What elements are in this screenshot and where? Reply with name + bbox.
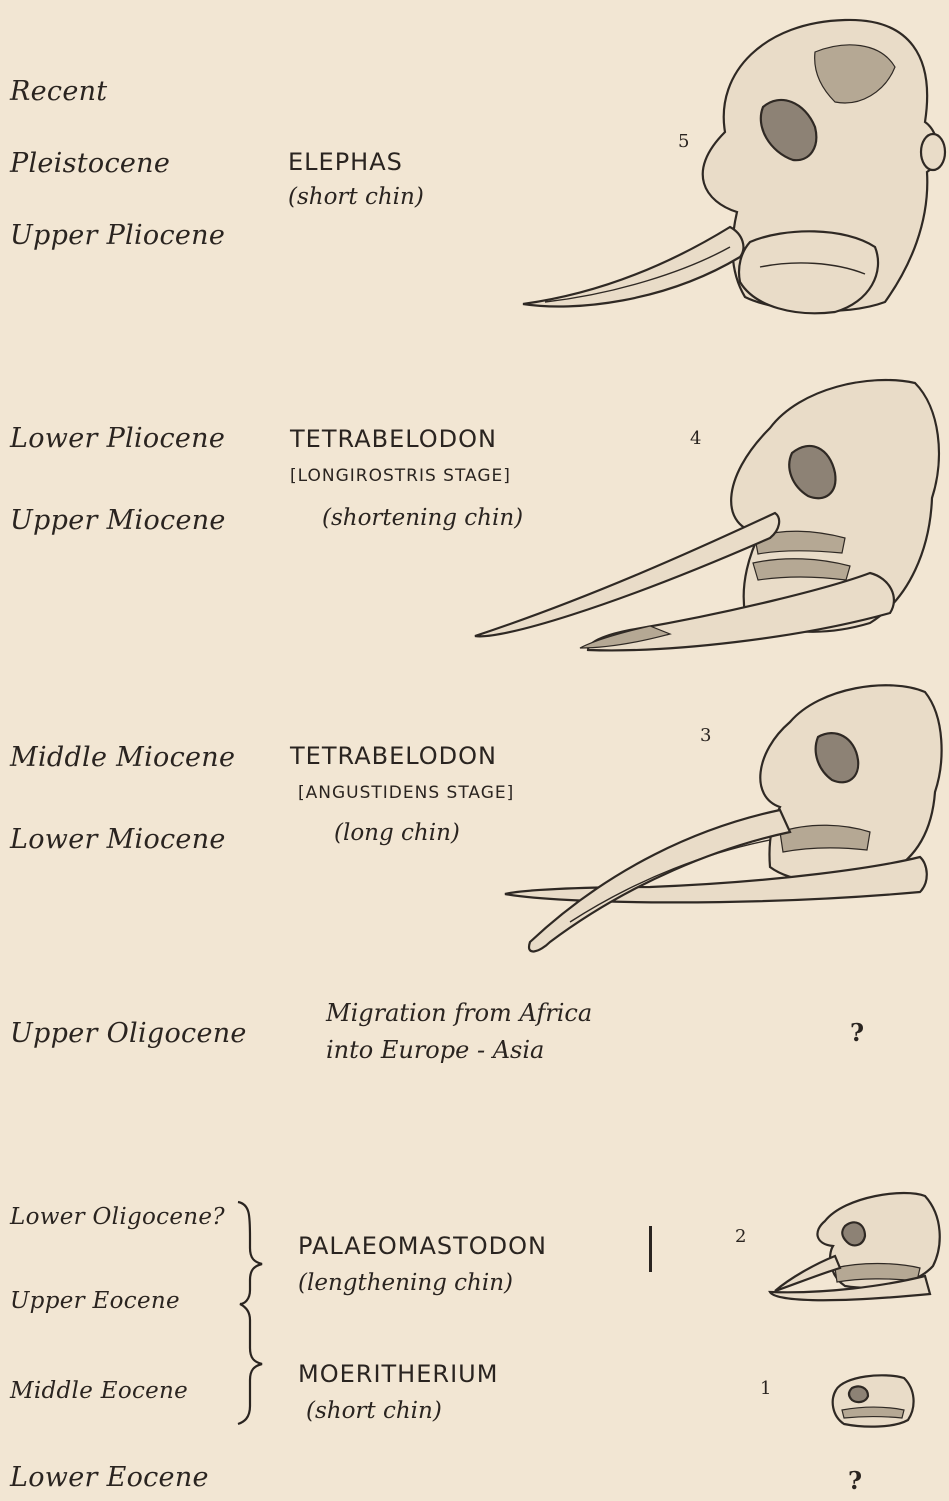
epoch-upper-eocene: Upper Eocene (10, 1288, 180, 1314)
palaeomastodon-skull-illustration (765, 1186, 945, 1308)
tetrabelodon-angustidens-skull-illustration (500, 672, 945, 964)
epoch-brace (232, 1198, 272, 1430)
epoch-lower-miocene: Lower Miocene (10, 824, 226, 855)
skull-number-1: 1 (760, 1378, 771, 1399)
genus-palaeomastodon: PALAEOMASTODON (298, 1232, 547, 1260)
skull-number-2: 2 (735, 1226, 746, 1247)
genus-tetrabelodon-angustidens: TETRABELODON (290, 742, 497, 770)
tetrabelodon-longirostris-skull-illustration (470, 368, 945, 660)
genus-elephas: ELEPHAS (288, 148, 403, 176)
epoch-middle-miocene: Middle Miocene (10, 742, 235, 773)
epoch-upper-oligocene: Upper Oligocene (10, 1018, 247, 1049)
epoch-pleistocene: Pleistocene (10, 148, 170, 179)
genus-tetrabelodon-longirostris: TETRABELODON (290, 425, 497, 453)
migration-note-line2: into Europe - Asia (326, 1035, 544, 1066)
unknown-skull-mark-lower-eocene: ? (848, 1466, 862, 1495)
stage-divider-bar (649, 1226, 652, 1272)
epoch-upper-pliocene: Upper Pliocene (10, 220, 225, 251)
stage-angustidens: [ANGUSTIDENS STAGE] (298, 783, 514, 803)
migration-note-line1: Migration from Africa (326, 998, 592, 1029)
epoch-lower-pliocene: Lower Pliocene (10, 423, 225, 454)
chin-palaeomastodon: (lengthening chin) (298, 1270, 513, 1296)
moeritherium-skull-illustration (824, 1368, 920, 1432)
epoch-lower-oligocene: Lower Oligocene? (10, 1204, 225, 1230)
epoch-recent: Recent (10, 76, 107, 107)
epoch-middle-eocene: Middle Eocene (10, 1378, 188, 1404)
epoch-upper-miocene: Upper Miocene (10, 505, 226, 536)
chin-angustidens: (long chin) (334, 820, 460, 846)
elephas-skull-illustration (515, 12, 945, 322)
genus-moeritherium: MOERITHERIUM (298, 1360, 498, 1388)
unknown-skull-mark-oligocene: ? (850, 1018, 864, 1047)
chin-moeritherium: (short chin) (306, 1398, 442, 1424)
chin-elephas: (short chin) (288, 184, 424, 210)
epoch-lower-eocene: Lower Eocene (10, 1462, 209, 1493)
